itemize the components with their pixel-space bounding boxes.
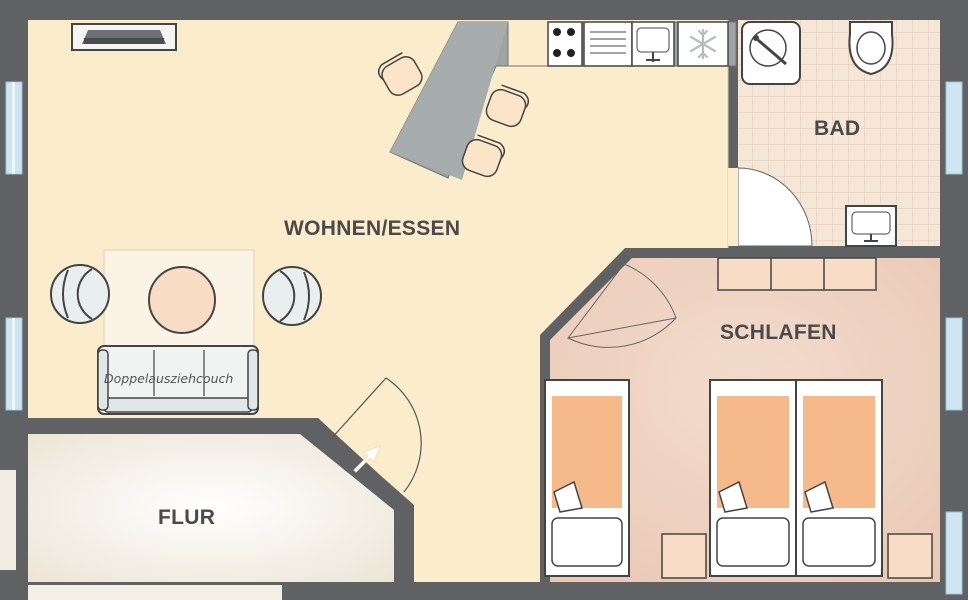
armchair-right	[262, 266, 322, 326]
entry-arrow-icon	[353, 445, 381, 473]
room-label-hall: FLUR	[158, 506, 216, 529]
room-label-living: WOHNEN/ESSEN	[284, 217, 461, 240]
snowflake-icon	[689, 28, 717, 60]
tv-sideboard	[71, 23, 177, 51]
living-floor	[28, 20, 728, 582]
hall-floor	[28, 434, 394, 582]
window-right-1	[945, 81, 963, 175]
nightstand-left	[661, 533, 707, 579]
bed-double-left	[709, 379, 797, 577]
armchair-left	[50, 264, 110, 324]
window-right-3	[945, 511, 963, 595]
kitchen-sink	[631, 21, 675, 67]
bed-single	[544, 379, 630, 577]
bar-stool	[485, 84, 530, 128]
nightstand-right	[887, 533, 933, 579]
room-label-bedroom: SCHLAFEN	[720, 321, 837, 344]
stove	[547, 21, 583, 67]
bar-stool	[461, 134, 506, 178]
drainboard	[583, 21, 633, 67]
bar-stool	[377, 52, 423, 96]
bed-double-right	[795, 379, 883, 577]
hall-side-opening	[0, 470, 16, 570]
freezer	[677, 21, 729, 67]
sofa-bed-label: Doppelausziehcouch	[104, 371, 234, 386]
bath-door	[737, 167, 813, 247]
bath-sink-small	[845, 205, 897, 247]
toilet	[848, 21, 894, 76]
hall-door	[329, 377, 422, 493]
bath-washbasin	[741, 21, 801, 85]
wardrobe	[717, 257, 877, 291]
sofa-bed	[97, 345, 259, 415]
bedroom-door	[566, 263, 677, 339]
room-label-bath: BAD	[814, 117, 861, 140]
window-right-2	[945, 317, 963, 411]
round-table	[148, 266, 216, 334]
entrance-opening	[28, 585, 282, 600]
